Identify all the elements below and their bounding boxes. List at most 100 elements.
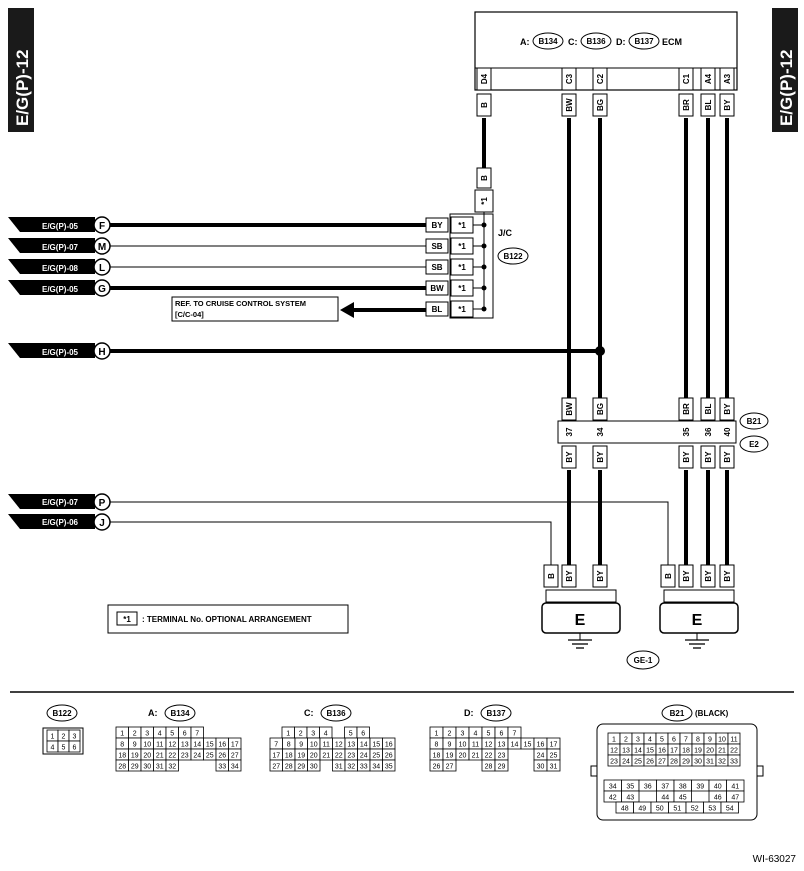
pin-number: 8 bbox=[287, 742, 291, 749]
pin-number: 14 bbox=[193, 742, 201, 749]
b21-pin-number: 34 bbox=[596, 427, 605, 436]
pin-number: 22 bbox=[168, 753, 176, 760]
pin-number: 49 bbox=[638, 806, 646, 813]
wire-code: BW bbox=[565, 402, 574, 416]
cruise-reference: REF. TO CRUISE CONTROL SYSTEM [C/C-04] bbox=[171, 296, 426, 322]
wire-code-box bbox=[678, 445, 694, 469]
pin-number: 54 bbox=[726, 806, 734, 813]
pin-number: 18 bbox=[285, 753, 293, 760]
ecm-pin-number: C2 bbox=[596, 73, 605, 84]
pin-number: 26 bbox=[433, 764, 441, 771]
pin-number: 23 bbox=[181, 753, 189, 760]
pin-number: 34 bbox=[372, 764, 380, 771]
connector-cell bbox=[382, 759, 396, 772]
pin-number: 23 bbox=[610, 759, 618, 766]
housing-latch bbox=[756, 765, 764, 777]
pin-number: 17 bbox=[670, 748, 678, 755]
pin-number: 22 bbox=[730, 748, 738, 755]
pin-number: 12 bbox=[168, 742, 176, 749]
splice-dot bbox=[481, 285, 487, 291]
pin-number: 12 bbox=[485, 742, 493, 749]
b21-pin-number: 36 bbox=[704, 427, 713, 436]
pin-number: 1 bbox=[435, 731, 439, 738]
pin-number: 4 bbox=[51, 745, 55, 752]
wire-code-box bbox=[425, 280, 449, 296]
pin-number: 17 bbox=[231, 742, 239, 749]
pin-number: 3 bbox=[145, 731, 149, 738]
pin-number: 5 bbox=[487, 731, 491, 738]
lower-wires bbox=[110, 470, 729, 565]
ground-label: E bbox=[575, 612, 586, 629]
svg-text:B122: B122 bbox=[503, 252, 523, 261]
connector-color: (BLACK) bbox=[695, 709, 729, 718]
pin-number: 16 bbox=[658, 748, 666, 755]
jc-terminal-star: *1 bbox=[458, 221, 466, 230]
pin-number: 38 bbox=[679, 784, 687, 791]
pin-number: 33 bbox=[360, 764, 368, 771]
pin-number: 14 bbox=[634, 748, 642, 755]
b21-pin-number: 40 bbox=[723, 427, 732, 436]
wire-code-box bbox=[561, 397, 577, 421]
wire-code: SB bbox=[431, 242, 442, 251]
wire-code: SB bbox=[431, 263, 442, 272]
wire-code-box bbox=[678, 564, 694, 588]
svg-text:B: B bbox=[480, 175, 489, 181]
pin-number: 6 bbox=[73, 745, 77, 752]
wire-code-box bbox=[719, 445, 735, 469]
svg-text:*1: *1 bbox=[123, 615, 131, 624]
wire-code-box bbox=[592, 93, 608, 117]
reference-tab bbox=[8, 238, 95, 253]
connector-prefix: C: bbox=[304, 708, 314, 718]
svg-text:E/G(P)-07: E/G(P)-07 bbox=[42, 498, 79, 507]
pin-number: 20 bbox=[143, 753, 151, 760]
connector-cell bbox=[442, 759, 457, 772]
pin-number: 35 bbox=[385, 764, 393, 771]
pin-number: 27 bbox=[446, 764, 454, 771]
ecm-pin-number: A4 bbox=[704, 73, 713, 84]
pin-number: 4 bbox=[324, 731, 328, 738]
connector-tag bbox=[480, 704, 512, 722]
pin-number: 47 bbox=[731, 795, 739, 802]
pin-number: 2 bbox=[299, 731, 303, 738]
connector-cell bbox=[720, 801, 739, 814]
svg-text:C:: C: bbox=[568, 37, 578, 47]
ecm-pin-cell bbox=[678, 67, 694, 91]
connector-tag bbox=[164, 704, 196, 722]
wire-code-box bbox=[425, 217, 449, 233]
pin-number: 36 bbox=[644, 784, 652, 791]
wire-code: BG bbox=[596, 403, 605, 415]
connector-name: B136 bbox=[326, 709, 346, 718]
wire-code: BY bbox=[565, 570, 574, 582]
ecm-pin-number: A3 bbox=[723, 73, 732, 84]
pin-number: 22 bbox=[335, 753, 343, 760]
ecm-pin-cell bbox=[476, 67, 492, 91]
svg-text:E/G(P)-12: E/G(P)-12 bbox=[777, 49, 796, 126]
pin-number: 5 bbox=[660, 737, 664, 744]
connector-name: B137 bbox=[486, 709, 506, 718]
pin-number: 24 bbox=[360, 753, 368, 760]
connector-name: B21 bbox=[670, 709, 685, 718]
b21-pin-number: 35 bbox=[682, 427, 691, 436]
pin-number: 10 bbox=[143, 742, 151, 749]
svg-text:J/C: J/C bbox=[498, 228, 513, 238]
connector-prefix: A: bbox=[148, 708, 158, 718]
reference-label: E/G(P)-07 bbox=[42, 243, 79, 252]
wire-code-box bbox=[719, 93, 735, 117]
pin-number: 28 bbox=[485, 764, 493, 771]
pin-number: 30 bbox=[694, 759, 702, 766]
pin-number: 19 bbox=[446, 753, 454, 760]
ground-terminal bbox=[541, 602, 621, 634]
figure-id: WI-63027 bbox=[753, 854, 797, 865]
pin-number: 41 bbox=[731, 784, 739, 791]
reference-tab bbox=[8, 259, 95, 274]
wire-code: BY bbox=[596, 570, 605, 582]
pin-number: 25 bbox=[634, 759, 642, 766]
pin-number: 19 bbox=[694, 748, 702, 755]
pin-number: 15 bbox=[524, 742, 532, 749]
pin-number: 35 bbox=[626, 784, 634, 791]
pin-number: 27 bbox=[272, 764, 280, 771]
pin-number: 21 bbox=[322, 753, 330, 760]
wire-code-box bbox=[678, 397, 694, 421]
splice-dot bbox=[481, 264, 487, 270]
